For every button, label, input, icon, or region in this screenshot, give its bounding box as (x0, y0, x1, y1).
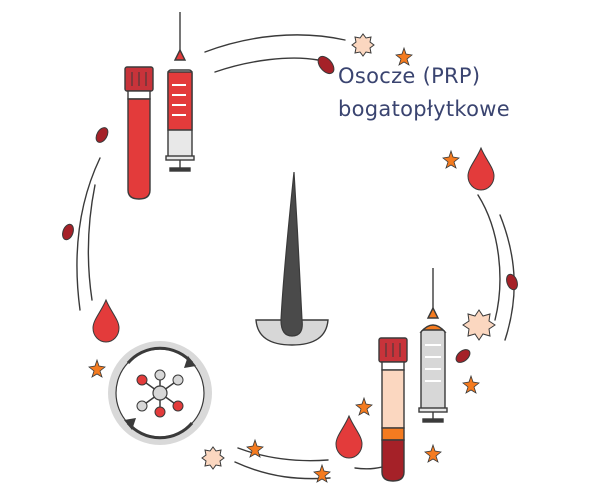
spark-icon (424, 443, 442, 463)
spark-icon (442, 149, 460, 169)
blood-cell-icon (317, 55, 335, 75)
platelets (201, 33, 496, 470)
platelet-icon (462, 309, 496, 341)
sparks (88, 46, 480, 483)
blood-tube-separated-icon (378, 337, 408, 482)
red-blood-cells (62, 55, 518, 363)
diagram-title: Osocze (PRP) bogatopłytkowe (338, 60, 588, 126)
spark-icon (246, 438, 264, 458)
title-line-2: bogatopłytkowe (338, 97, 510, 121)
platelet-icon (351, 33, 375, 57)
blood-cell-icon (95, 127, 109, 143)
blood-drops (92, 146, 495, 459)
hair-follicle-icon (255, 171, 329, 346)
blood-cell-icon (506, 273, 518, 291)
spark-icon (313, 463, 331, 483)
platelet-icon (201, 446, 225, 470)
spark-icon (355, 396, 373, 416)
spark-icon (462, 374, 480, 394)
syringe-icon (165, 12, 195, 172)
blood-cell-icon (62, 223, 74, 241)
cycle-arcs (76, 34, 515, 480)
syringe-prp-icon (418, 268, 448, 423)
title-line-1: Osocze (PRP) (338, 64, 481, 88)
blood-drop-icon (335, 414, 363, 459)
spark-icon (88, 358, 106, 378)
blood-drop-icon (92, 298, 120, 343)
blood-drop-icon (467, 146, 495, 191)
blood-tube-red-icon (124, 66, 154, 200)
centrifuge-cells-icon (108, 341, 212, 445)
spark-icon (395, 46, 413, 66)
blood-cell-icon (455, 349, 471, 363)
